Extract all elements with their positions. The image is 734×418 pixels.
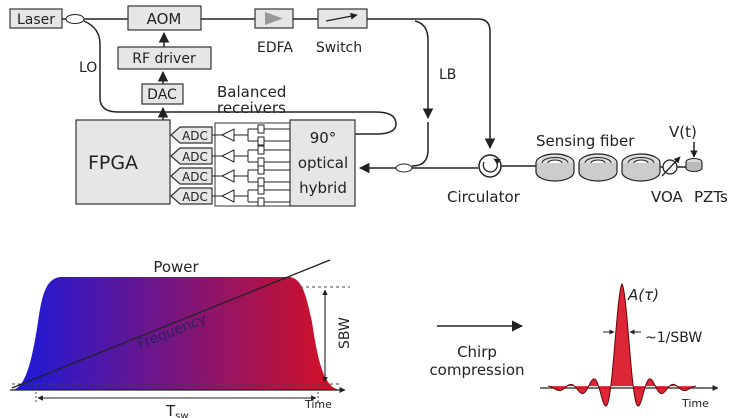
sweep-time-label: Tsw [165, 402, 189, 418]
chirped-pulse-envelope [12, 277, 340, 390]
hybrid-label-line2: optical [298, 154, 348, 172]
compression-label: compression [429, 361, 524, 379]
adc-3: ADC [170, 167, 213, 185]
pzt-label: PZTs [694, 188, 728, 206]
return-coupler [395, 163, 413, 173]
dac-label: DAC [147, 87, 177, 103]
laser-coupler [65, 14, 85, 24]
svg-text:ADC: ADC [182, 170, 208, 184]
lo-label: LO [79, 60, 97, 76]
adc-1: ADC [170, 126, 213, 144]
photodiode-pair-2 [212, 145, 290, 167]
pzt-icon [685, 157, 703, 173]
aom-label: AOM [147, 10, 182, 28]
fiber-spool-3 [621, 153, 661, 182]
chirp-label: Chirp [457, 343, 497, 361]
aom-box: AOM [127, 5, 202, 31]
peak-label: A(τ) [627, 286, 659, 304]
photodiode-pair-4 [212, 185, 290, 207]
adc-2: ADC [170, 147, 213, 165]
adc-group: ADC ADC ADC ADC [170, 126, 213, 205]
switch-label: Switch [316, 40, 362, 56]
voa-label: VOA [651, 188, 684, 206]
balanced-receivers-label-line1: Balanced [217, 83, 286, 101]
balanced-receivers-label-line2: receivers [217, 99, 286, 117]
dac-box: DAC [141, 83, 184, 105]
svg-text:ADC: ADC [182, 150, 208, 164]
laser-box: Laser [9, 8, 63, 29]
chirped-pulse-panel: Time Frequency Power SBW Tsw [10, 258, 353, 418]
fiber-spool-2 [578, 153, 618, 182]
compressed-pulse-waveform [547, 282, 697, 407]
power-label: Power [153, 258, 199, 276]
hybrid-label-line1: 90° [310, 129, 337, 147]
circulator-label: Circulator [447, 188, 521, 206]
circulator-icon [478, 154, 502, 178]
photodiode-pair-1 [212, 124, 290, 146]
lb-label: LB [439, 67, 456, 83]
lo-fiber [83, 20, 397, 135]
frequency-ramp-line [11, 259, 331, 389]
hybrid-label-line3: hybrid [299, 179, 347, 197]
balanced-receiver-array [212, 122, 291, 207]
compressed-pulse-panel: A(τ) ~1/SBW Time [540, 282, 719, 410]
fiber-spool-1 [535, 153, 575, 182]
width-label: ~1/SBW [645, 330, 702, 346]
adc-4: ADC [170, 187, 213, 205]
sbw-label: SBW [337, 317, 353, 349]
rf-driver-label: RF driver [132, 51, 196, 67]
photodiode-pair-3 [212, 165, 290, 187]
compressed-time-label: Time [681, 397, 709, 410]
switch-to-circulator-fiber [367, 18, 496, 150]
edfa-box: EDFA [254, 8, 294, 56]
svg-text:ADC: ADC [182, 129, 208, 143]
edfa-label: EDFA [257, 40, 293, 56]
svg-text:ADC: ADC [182, 190, 208, 204]
laser-label: Laser [17, 12, 55, 28]
lb-fiber [414, 20, 434, 120]
switch-arrow-icon [325, 12, 358, 22]
switch-box: Switch [316, 8, 368, 56]
amplifier-icon [265, 12, 283, 25]
fpga-label: FPGA [88, 152, 138, 174]
waveform-time-label: Time [304, 398, 332, 411]
sensing-fiber-label: Sensing fiber [536, 132, 635, 150]
rf-driver-box: RF driver [117, 46, 212, 70]
voltage-label: V(t) [669, 123, 697, 141]
optical-hybrid-box: 90° optical hybrid [289, 119, 356, 207]
fpga-box: FPGA [75, 119, 171, 205]
